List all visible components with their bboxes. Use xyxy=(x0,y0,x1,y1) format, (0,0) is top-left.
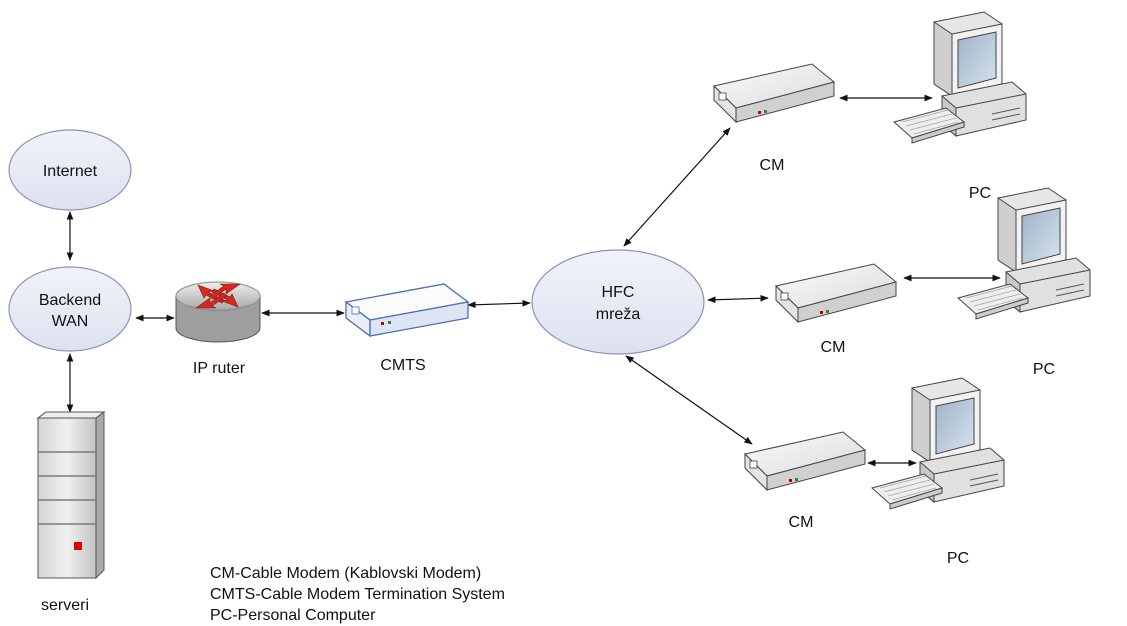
connectors xyxy=(66,94,1001,467)
internet-label: Internet xyxy=(43,163,98,180)
legend: CM-Cable Modem (Kablovski Modem) CMTS-Ca… xyxy=(210,565,505,624)
link-cmts-hfc xyxy=(467,299,531,309)
hfc-label-line1: HFC xyxy=(602,284,635,301)
cm-top-label: CM xyxy=(760,157,785,174)
cable-modem-icon-bot xyxy=(744,431,866,491)
cmts-label: CMTS xyxy=(380,357,425,374)
cm-bot-label: CM xyxy=(789,514,814,531)
server-led-icon xyxy=(74,542,82,550)
desktop-computer-icon-mid xyxy=(957,187,1091,320)
internet-node: Internet xyxy=(8,129,132,211)
backend-wan-node: Backend WAN xyxy=(8,266,132,352)
backend-label-line2: WAN xyxy=(52,313,89,330)
link-hfc-cm-mid xyxy=(707,294,769,304)
pc-top-label: PC xyxy=(969,185,991,202)
link-hfc-cm-top xyxy=(623,127,731,247)
pc-bot-label: PC xyxy=(947,550,969,567)
backend-label-line1: Backend xyxy=(39,292,101,309)
legend-line-3: PC-Personal Computer xyxy=(210,607,376,624)
link-hfc-cm-bot xyxy=(625,355,753,445)
router-icon xyxy=(175,281,261,343)
cable-modem-icon-mid xyxy=(775,263,897,323)
desktop-computer-icon-bot xyxy=(871,377,1005,510)
cable-modem-icon-top xyxy=(713,63,835,123)
cm-mid-label: CM xyxy=(821,339,846,356)
hfc-network-node: HFC mreža xyxy=(531,249,705,355)
legend-line-2: CMTS-Cable Modem Termination System xyxy=(210,586,505,603)
hfc-label-line2: mreža xyxy=(596,306,641,323)
server-tower-icon xyxy=(36,411,106,580)
router-label: IP ruter xyxy=(193,360,246,377)
cmts-icon xyxy=(344,283,470,338)
servers-label: serveri xyxy=(41,597,89,614)
pc-mid-label: PC xyxy=(1033,361,1055,378)
desktop-computer-icon-top xyxy=(893,11,1027,144)
legend-line-1: CM-Cable Modem (Kablovski Modem) xyxy=(210,565,481,582)
